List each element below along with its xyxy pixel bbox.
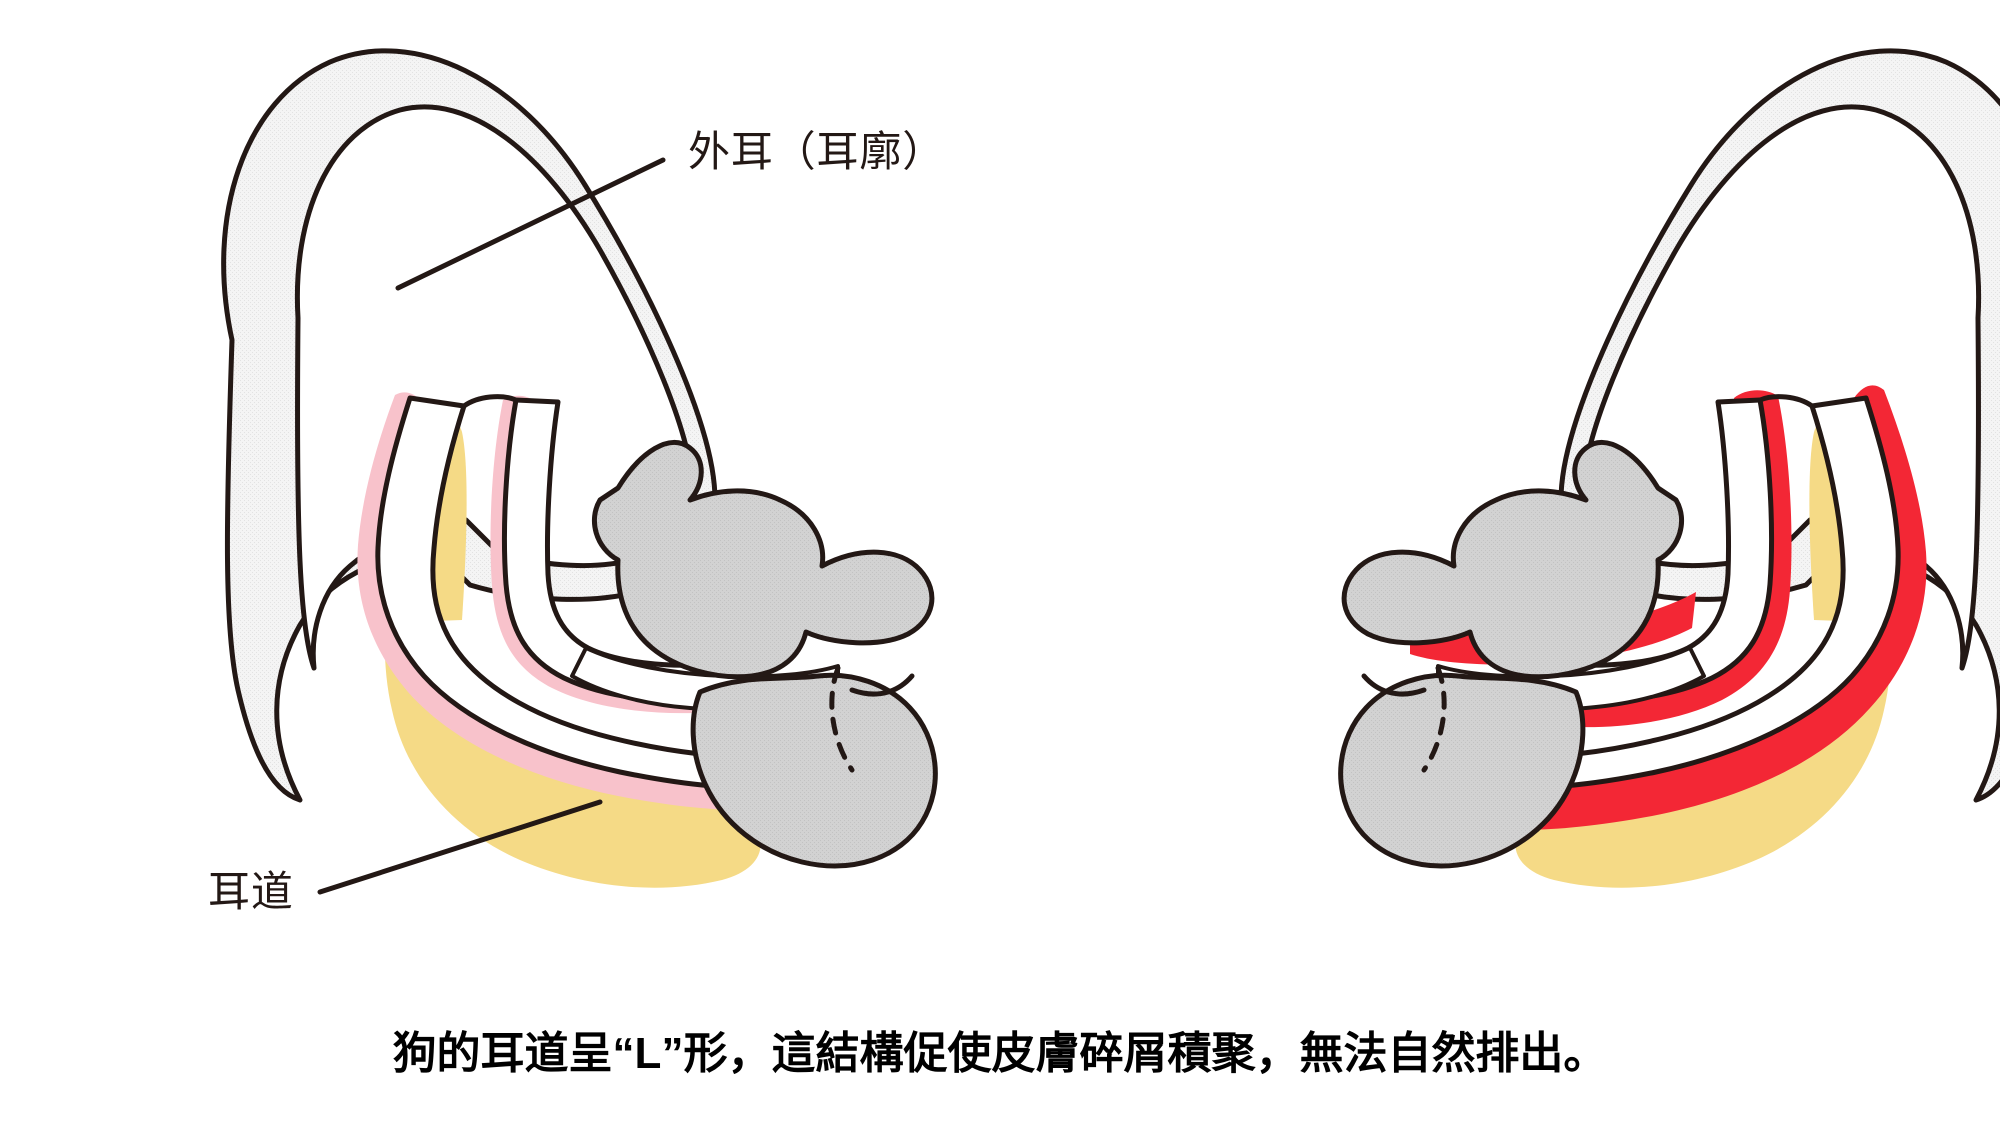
label-ear-canal: 耳道	[208, 868, 294, 915]
figure-caption: 狗的耳道呈“L”形，這結構促使皮膚碎屑積聚，無法自然排出。	[392, 1029, 1608, 1078]
label-outer-ear: 外耳（耳廓）	[688, 128, 946, 175]
petrous-temporal-bone	[591, 440, 935, 680]
tympanic-bulla	[1338, 672, 1586, 869]
canal-opening	[461, 394, 519, 409]
eardrum-dashed-line	[829, 665, 855, 773]
lining-anterior-inflamed	[1494, 385, 1927, 830]
skull-bone-left	[591, 440, 938, 869]
petrous-temporal-bone	[1341, 440, 1685, 680]
tympanic-bulla	[690, 672, 938, 869]
panel-inflamed-ear	[1338, 48, 2000, 888]
panel-healthy-ear	[221, 48, 938, 895]
ear-canal-leader-line	[317, 799, 603, 895]
eardrum-dashed-line	[1421, 665, 1447, 773]
canal-opening	[1757, 394, 1815, 409]
annotation-leaders-left	[317, 157, 666, 895]
bulla-ridge	[849, 673, 915, 697]
bulla-ridge	[1361, 673, 1427, 697]
outer-ear-leader-line	[395, 157, 666, 291]
skull-bone-right	[1338, 440, 1685, 869]
